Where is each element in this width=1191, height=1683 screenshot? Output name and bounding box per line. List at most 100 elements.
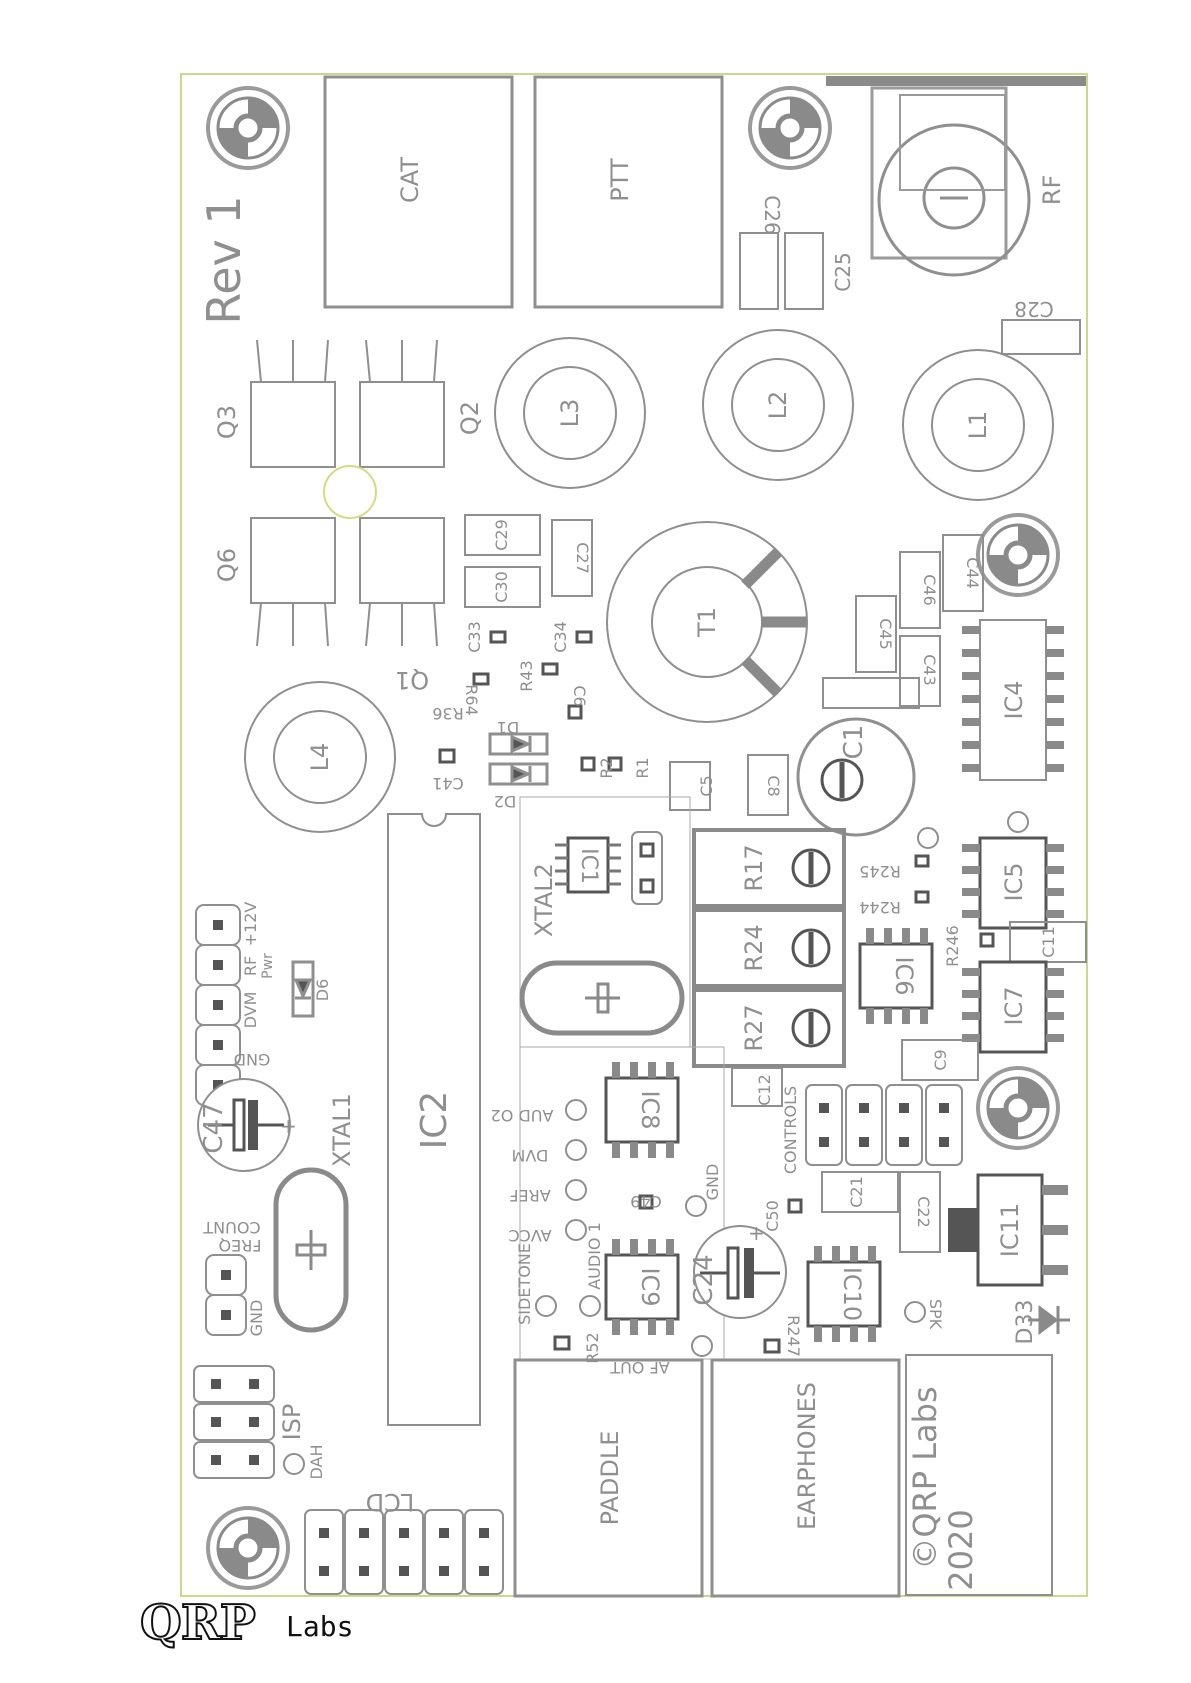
ic7-label: IC7 xyxy=(1000,986,1028,1025)
r27-label: R27 xyxy=(740,1004,768,1051)
l2-label: L2 xyxy=(764,391,792,420)
rf-label: RF xyxy=(1038,175,1066,205)
c46-label: C46 xyxy=(920,574,939,606)
xtal1-label: XTAL1 xyxy=(328,1093,356,1167)
c9-label: C9 xyxy=(931,1049,950,1070)
year-label: 2020 xyxy=(942,1509,980,1590)
c21-label: C21 xyxy=(847,1176,866,1208)
dah-testpoint xyxy=(283,1453,305,1475)
ic-ic6 xyxy=(858,928,934,1024)
ic6-label: IC6 xyxy=(890,956,918,995)
earphones-jack xyxy=(710,1358,901,1598)
r64-label: R64 xyxy=(462,684,481,715)
c8-label: C8 xyxy=(764,775,783,796)
c6-label: C6 xyxy=(570,685,589,706)
spk-label: SPK xyxy=(926,1299,945,1330)
r1-label: R1 xyxy=(633,757,652,778)
ic4-label: IC4 xyxy=(1000,680,1028,719)
power-gnd-label: GND xyxy=(234,1050,271,1069)
c22-label: C22 xyxy=(914,1196,933,1228)
lcd-label: LCD xyxy=(366,1488,415,1516)
r52-label: R52 xyxy=(583,1332,602,1363)
ic1-label: IC1 xyxy=(576,848,601,884)
mounting-hole-bottom-left xyxy=(206,1506,290,1590)
cap-c27 xyxy=(551,519,593,597)
r245-label: R245 xyxy=(859,862,901,881)
ic8-label: IC8 xyxy=(636,1090,664,1129)
c12-label: C12 xyxy=(755,1074,774,1106)
cap-c25 xyxy=(784,232,824,310)
cap-c43 xyxy=(899,635,941,707)
aref-label: AREF xyxy=(509,1186,550,1205)
cap-c12 xyxy=(731,1067,783,1107)
trimmer-r17 xyxy=(692,828,846,908)
svg-text:+: + xyxy=(748,1221,765,1245)
ic10-label: IC10 xyxy=(838,1267,866,1321)
transistor-q6 xyxy=(250,517,336,647)
c25-label: C25 xyxy=(831,252,855,291)
c43-label: C43 xyxy=(920,654,939,686)
freq-label: FREQ xyxy=(218,1236,261,1255)
copyright-box xyxy=(905,1354,1053,1596)
ic-ic10 xyxy=(806,1246,882,1342)
diode-d1 xyxy=(488,732,549,756)
paddle-jack xyxy=(513,1358,704,1598)
cap-c22 xyxy=(899,1171,941,1253)
c41-label: C41 xyxy=(432,774,464,793)
af-out-label: AF OUT xyxy=(610,1358,670,1377)
c49-label: C49 xyxy=(630,1192,662,1211)
c26-label: C26 xyxy=(760,195,784,234)
cap-c30 xyxy=(464,566,541,608)
mounting-hole-top-left xyxy=(206,86,290,170)
d33-label: D33 xyxy=(1013,1300,1038,1345)
fiducial-marker xyxy=(323,465,377,519)
ic9-label: IC9 xyxy=(636,1267,664,1306)
power-rf-label: RF xyxy=(241,956,260,976)
count-label: COUNT xyxy=(203,1218,260,1237)
jumper-pads xyxy=(631,831,663,905)
d1-label: D1 xyxy=(497,718,520,737)
d6-label: D6 xyxy=(313,979,332,1002)
transistor-q1 xyxy=(359,517,445,647)
copyright-label: ©QRP Labs xyxy=(906,1386,944,1569)
q1-label: Q1 xyxy=(395,666,429,694)
power-dvm-label: DVM xyxy=(241,992,260,1029)
r36-label: R36 xyxy=(432,704,463,723)
ic-ic2 xyxy=(387,813,481,1426)
diode-d33 xyxy=(1028,1305,1070,1335)
inductor-l2 xyxy=(702,329,854,481)
r24-label: R24 xyxy=(740,924,768,971)
cat-label: CAT xyxy=(396,157,424,203)
controls-header xyxy=(805,1084,963,1166)
q3-label: Q3 xyxy=(213,405,241,439)
power-pwr-label: Pwr xyxy=(260,953,276,979)
ic-ic11 xyxy=(948,1173,1068,1287)
svg-text:+: + xyxy=(280,1114,297,1138)
logo-text: Labs xyxy=(286,1610,354,1643)
ic11-label: IC11 xyxy=(996,1203,1024,1257)
dvm-tp-label: DVM xyxy=(512,1146,549,1165)
c28-label: C28 xyxy=(1014,297,1053,321)
r246-label: R246 xyxy=(943,925,962,967)
power-header xyxy=(195,904,241,1106)
sidetone-label: SIDETONE xyxy=(515,1243,534,1325)
mounting-hole-mid-right xyxy=(976,513,1060,597)
cap-c45 xyxy=(855,595,897,673)
freq-gnd-label: GND xyxy=(247,1300,266,1337)
electrolytic-c24: + xyxy=(693,1221,787,1319)
r17-label: R17 xyxy=(740,844,768,891)
c34-label: C34 xyxy=(551,621,570,653)
ic-ic7 xyxy=(962,960,1064,1054)
transistor-q2 xyxy=(359,339,445,468)
crystal-xtal1 xyxy=(273,1167,349,1333)
cap-c29 xyxy=(464,514,541,556)
inductor-l1 xyxy=(902,349,1054,501)
ptt-jack xyxy=(533,75,724,309)
paddle-label: PADDLE xyxy=(596,1431,624,1526)
controls-label: CONTROLS xyxy=(781,1086,800,1174)
diode-d2 xyxy=(488,762,549,786)
c30-label: C30 xyxy=(492,571,511,603)
revision-label: Rev 1 xyxy=(197,195,251,324)
c50-label: C50 xyxy=(763,1200,782,1232)
